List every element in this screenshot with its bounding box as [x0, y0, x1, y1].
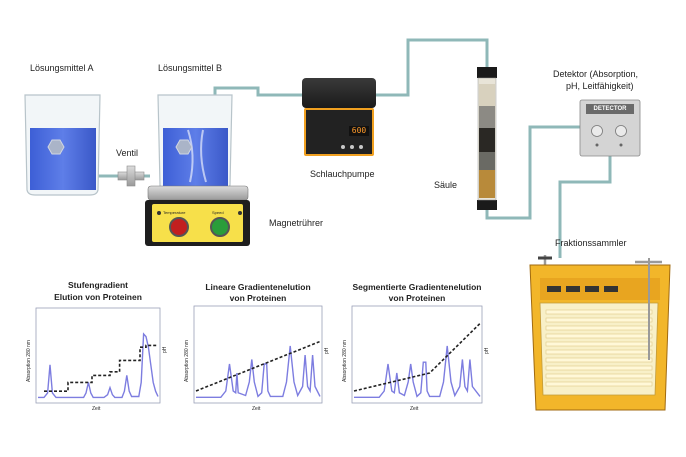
beaker-b [157, 94, 233, 191]
chart2-ylabel: Absorption 280 nm [184, 340, 190, 382]
stirrer-label: Magnetrührer [269, 218, 324, 228]
column-label: Säule [434, 180, 458, 190]
peristaltic-pump [302, 78, 376, 156]
chart1-title-line2: Elution von Proteinen [54, 292, 142, 302]
chart3-title-line1: Segmentierte Gradientenelution [352, 282, 482, 292]
detector-device [579, 99, 641, 157]
chart2-title-line1: Lineare Gradientenelution [205, 282, 311, 292]
chart2-title-line2: von Proteinen [229, 293, 287, 303]
chart3-xlabel: Zeit [410, 406, 419, 412]
fraction-collector [529, 255, 671, 411]
chart1-xlabel: Zeit [92, 406, 101, 412]
detector-label-line1: Detektor (Absorption, [553, 69, 639, 79]
chart1-title-line1: Stufengradient [68, 280, 128, 290]
chart2-xlabel: Zeit [252, 406, 261, 412]
solvent-b-label: Lösungsmittel B [158, 63, 223, 73]
chart1-gradient-line [44, 344, 158, 392]
magnetic-stirrer [145, 185, 250, 246]
chart-frames [35, 305, 483, 404]
collector-label: Fraktionssammler [555, 238, 627, 248]
charts-layer [38, 322, 481, 399]
beaker-a [24, 94, 101, 196]
solvent-a-label: Lösungsmittel A [30, 63, 94, 73]
chart3-absorption-trace [354, 345, 481, 398]
chart1-ylabel: Absorption 280 nm [26, 340, 32, 382]
chart2-absorption-trace [196, 345, 321, 398]
chart2-gradient-line [195, 340, 321, 392]
chart3-y2label: pH [484, 347, 490, 354]
detector-panel-label: DETECTOR [593, 106, 627, 112]
pump-display: 600 [351, 126, 367, 135]
pump-label: Schlauchpumpe [310, 169, 375, 179]
stirrer-knob-1-label: Temperature [163, 210, 186, 215]
detector-label-line2: pH, Leitfähigkeit) [566, 81, 634, 91]
column [477, 67, 497, 210]
chart1-y2label: pH [162, 346, 168, 353]
chart3-gradient-line [353, 322, 481, 392]
valve [117, 165, 145, 187]
stirrer-knob-2-label: Speed [212, 210, 224, 215]
chart3-ylabel: Absorption 280 nm [342, 340, 348, 382]
valve-label: Ventil [116, 148, 139, 158]
chart1-absorption-trace [38, 332, 159, 399]
chart2-y2label: pH [324, 347, 330, 354]
chart3-title-line2: von Proteinen [388, 293, 446, 303]
